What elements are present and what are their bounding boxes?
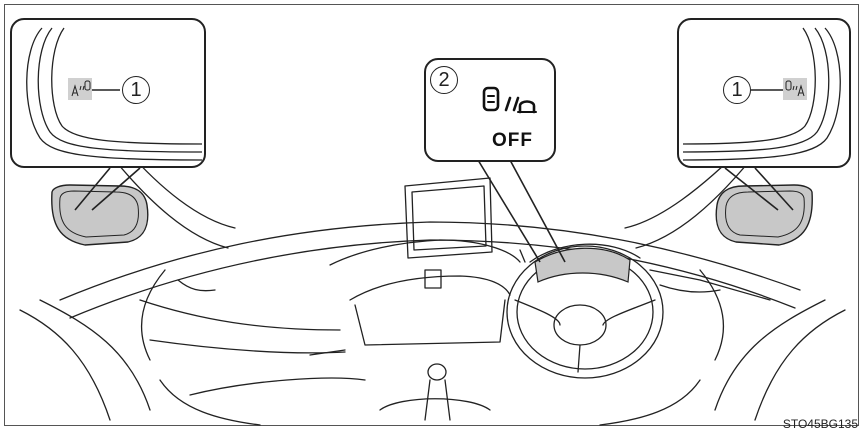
callout-number-1-right: 1 bbox=[723, 76, 751, 104]
image-code: STO45BG135 bbox=[783, 417, 858, 431]
right-mirror-callout: 1 bbox=[677, 18, 851, 168]
bsm-switch-callout: 2 OFF bbox=[424, 58, 556, 162]
left-mirror-callout: 1 bbox=[10, 18, 206, 168]
left-mirror-closeup bbox=[12, 20, 208, 170]
right-mirror-closeup bbox=[679, 20, 853, 170]
callout-number-1-left: 1 bbox=[122, 76, 150, 104]
switch-off-label: OFF bbox=[492, 130, 533, 152]
